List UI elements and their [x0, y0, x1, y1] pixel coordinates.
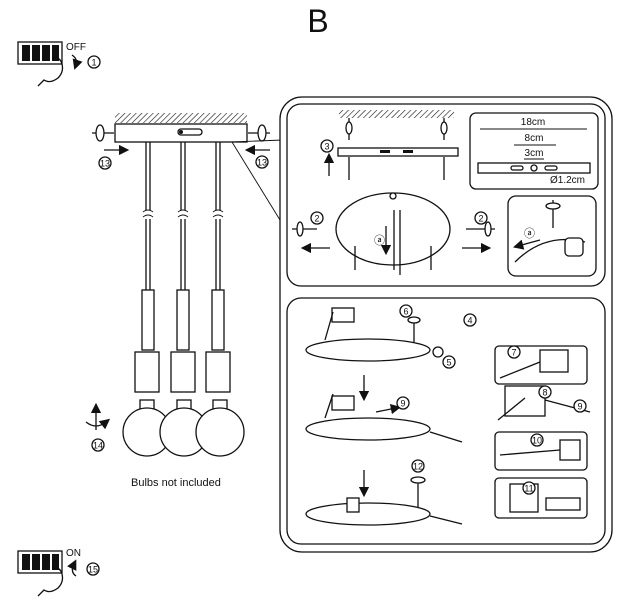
- step-9-label-b: 9: [577, 402, 582, 412]
- step-13-left: 13: [100, 159, 110, 169]
- hand-icon: [37, 56, 64, 87]
- step-1-label: 1: [91, 58, 96, 68]
- screw-icon: [410, 476, 426, 508]
- step-7-label: 7: [511, 348, 516, 358]
- step-8-label: 8: [542, 388, 547, 398]
- arrow-icon: [67, 559, 77, 577]
- part-a-label-1: ⓐ: [374, 234, 385, 247]
- power-off-group: OFF 1: [17, 41, 101, 87]
- wire-connector-icon: 11: [494, 477, 588, 519]
- screw-icon: [440, 118, 448, 140]
- dim-hole: Ø1.2cm: [550, 175, 585, 186]
- screw-icon: [345, 118, 353, 140]
- step-2-right: 2: [478, 214, 483, 224]
- step-15-label: 15: [88, 565, 98, 575]
- step-3-label: 3: [324, 142, 329, 152]
- power-on-label: ON: [66, 548, 81, 559]
- cord-1: [134, 142, 160, 393]
- power-off-label: OFF: [66, 42, 86, 53]
- cord-2: [170, 142, 196, 393]
- canopy-dome: [335, 192, 451, 266]
- screw-icon: [248, 124, 270, 142]
- screw-icon: [466, 221, 495, 237]
- bulb-icon: [122, 399, 172, 457]
- part-a-label-2: ⓐ: [524, 227, 535, 240]
- wire-connector-icon: 7: [494, 345, 588, 385]
- power-on-group: ON 15: [17, 548, 100, 597]
- screw-icon: [92, 124, 114, 142]
- power-strip-icon: [17, 550, 63, 574]
- step-5-label: 5: [446, 358, 451, 368]
- dim-8cm: 8cm: [525, 133, 544, 144]
- step-6-label: 6: [403, 307, 408, 317]
- screw-icon: [545, 200, 561, 228]
- power-strip-icon: [17, 41, 63, 65]
- wire-connector-icon: 10: [494, 431, 588, 471]
- cord-3: [205, 142, 231, 393]
- arrow-icon: [71, 54, 83, 70]
- step-10-label: 10: [532, 436, 542, 446]
- screw-icon: [292, 221, 317, 237]
- bulbs-note: Bulbs not included: [131, 477, 221, 489]
- hand-icon: [37, 566, 64, 597]
- screw-icon: [407, 316, 421, 342]
- step-9-label-a: 9: [400, 399, 405, 409]
- step-11-label: 11: [524, 484, 533, 494]
- bulb-icon: [195, 399, 245, 457]
- page-letter: B: [307, 3, 328, 39]
- ring-stage-2: [305, 417, 431, 441]
- pendant-overview: 13 13: [85, 113, 270, 489]
- step-4-label: 4: [467, 316, 472, 326]
- dim-18cm: 18cm: [521, 117, 545, 128]
- ring-stage-1: [305, 338, 431, 362]
- step-14-label: 14: [93, 441, 103, 451]
- wire-connector-icon: 8 9: [497, 385, 591, 421]
- ring-stage-3: [305, 502, 431, 526]
- dim-3cm: 3cm: [525, 148, 544, 159]
- mounting-bracket: [337, 147, 459, 157]
- step-2-left: 2: [314, 214, 319, 224]
- step-12-label: 12: [413, 462, 423, 472]
- step-13-right: 13: [257, 158, 267, 168]
